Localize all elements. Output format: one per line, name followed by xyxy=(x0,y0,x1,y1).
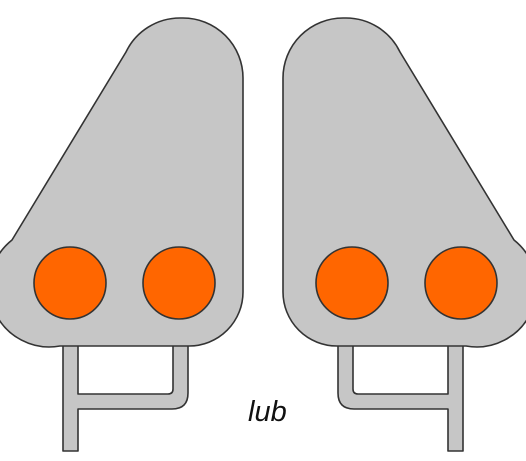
signal-caption: lub xyxy=(248,398,287,427)
right-signal-lamp-inner xyxy=(316,247,388,319)
left-signal-lamp-outer xyxy=(34,247,106,319)
right-signal xyxy=(283,18,526,451)
left-signal-mount-bracket xyxy=(63,334,188,451)
left-signal xyxy=(0,18,243,451)
left-signal-lamp-inner xyxy=(143,247,215,319)
right-signal-lamp-outer xyxy=(425,247,497,319)
right-signal-mount-bracket xyxy=(338,334,463,451)
